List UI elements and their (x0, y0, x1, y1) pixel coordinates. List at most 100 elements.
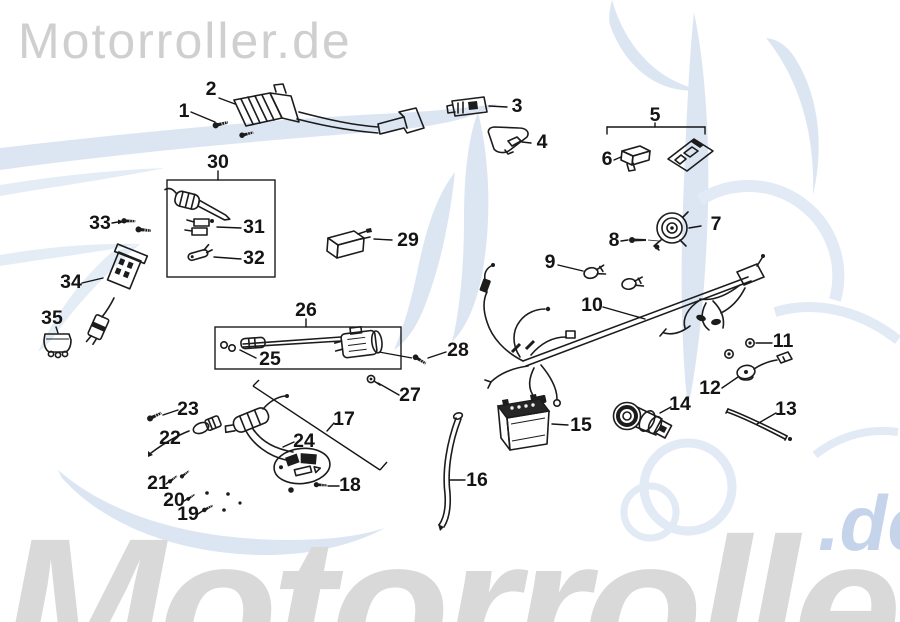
leader-line-23 (162, 409, 179, 416)
leader-line-10 (602, 306, 646, 320)
part-29-starter-relay (326, 228, 372, 259)
part-21-screws (166, 469, 191, 485)
part-label-19: 19 (177, 503, 199, 525)
leader-line-1 (190, 111, 216, 123)
leader-line-32 (213, 256, 242, 260)
part-label-30: 30 (207, 151, 229, 173)
part-label-10: 10 (581, 294, 603, 316)
part-6-fuse (620, 145, 651, 172)
part-12-switch-sensor (736, 351, 793, 381)
leader-line-12 (721, 376, 739, 389)
leader-line-27 (377, 382, 400, 396)
part-label-28: 28 (447, 339, 469, 361)
part-label-21: 21 (147, 472, 169, 494)
leader-line-2 (218, 97, 236, 105)
part-9-cable-clips (583, 264, 645, 291)
leader-line-28 (427, 351, 447, 359)
part-16-drain-hose (438, 412, 464, 531)
part-label-29: 29 (397, 229, 419, 251)
part-label-12: 12 (699, 377, 721, 399)
part-20-screws (185, 491, 230, 502)
watermark-bottom-text: Motorroller (2, 498, 900, 622)
part-34-connector-plug (85, 243, 149, 346)
part-label-4: 4 (537, 131, 548, 153)
part-label-11: 11 (773, 330, 794, 352)
part-10-wiring-harness (479, 254, 765, 407)
leader-line-15 (551, 423, 569, 426)
part-7-horn (653, 211, 689, 251)
header-logo-text: Motorroller.de (18, 13, 352, 69)
part-label-15: 15 (570, 414, 592, 436)
leader-line-4 (521, 141, 532, 144)
part-label-2: 2 (206, 78, 217, 100)
part-14-ignition-lock (612, 401, 673, 439)
part-label-20: 20 (163, 489, 185, 511)
part-label-14: 14 (669, 393, 691, 415)
part-35-flasher-relay (43, 333, 72, 359)
part-22-spark-plug-cap (148, 415, 222, 457)
leader-line-13 (756, 412, 777, 425)
leader-line-17 (326, 422, 335, 432)
part-label-34: 34 (60, 271, 82, 293)
watermark-suffix-text: .de (818, 479, 900, 567)
part-33-screws (120, 217, 152, 235)
part-label-26: 26 (295, 299, 317, 321)
part-19-screws (201, 501, 242, 514)
leader-line-9 (557, 264, 584, 272)
leader-line-29 (373, 238, 393, 241)
leader-line-35 (55, 326, 59, 334)
part-label-7: 7 (711, 213, 722, 235)
leader-line-20 (183, 497, 190, 502)
part-label-3: 3 (512, 95, 523, 117)
group-box-26 (214, 326, 402, 370)
part-label-25: 25 (259, 348, 281, 370)
part-8-bolt (629, 237, 660, 243)
part-label-27: 27 (399, 384, 421, 406)
part-label-22: 22 (159, 427, 181, 449)
leader-line-14 (659, 406, 672, 414)
part-label-33: 33 (89, 212, 111, 234)
part-11-nuts (723, 337, 755, 359)
leader-line-25 (239, 349, 257, 359)
part-5-spare-fuse (667, 138, 714, 172)
leader-line-31 (216, 226, 242, 229)
leader-line-24 (282, 441, 295, 448)
part-26-cable-assembly (240, 325, 413, 359)
part-30-switch-kit (164, 187, 231, 221)
leader-line-19 (197, 509, 205, 515)
part-24-ignition-coil (224, 394, 331, 485)
leader-line-34 (81, 277, 104, 284)
leader-line-3 (488, 105, 508, 108)
part-label-1: 1 (179, 100, 190, 122)
part-label-8: 8 (609, 229, 620, 251)
part-25-contacts (220, 340, 237, 352)
part-label-23: 23 (177, 398, 199, 420)
leader-line-33 (111, 221, 119, 224)
part-31-contact-set (184, 218, 214, 236)
leader-arrowhead-33 (118, 219, 124, 225)
watermark-bottom: Motorroller .de (2, 479, 900, 622)
part-23-screw (145, 409, 163, 423)
part-label-5: 5 (650, 104, 661, 126)
part-28-screw (411, 352, 428, 367)
leader-line-8 (620, 239, 629, 242)
leader-line-6 (613, 156, 622, 161)
part-label-9: 9 (545, 251, 556, 273)
part-4-cover-plate (487, 126, 529, 155)
leader-line-7 (688, 225, 702, 229)
leader-lines (55, 97, 777, 515)
part-label-16: 16 (466, 469, 488, 491)
leader-line-21 (165, 479, 172, 485)
part-label-13: 13 (775, 398, 797, 420)
part-label-31: 31 (243, 216, 265, 238)
part-3-connector (446, 96, 488, 117)
part-label-35: 35 (41, 307, 63, 329)
group-box-30 (166, 179, 276, 278)
background-swirl-graphics (0, 0, 900, 555)
group-bracket-5 (606, 122, 706, 135)
part-label-24: 24 (293, 430, 315, 452)
part-32-clip (187, 243, 213, 262)
group-line-17 (252, 379, 388, 471)
